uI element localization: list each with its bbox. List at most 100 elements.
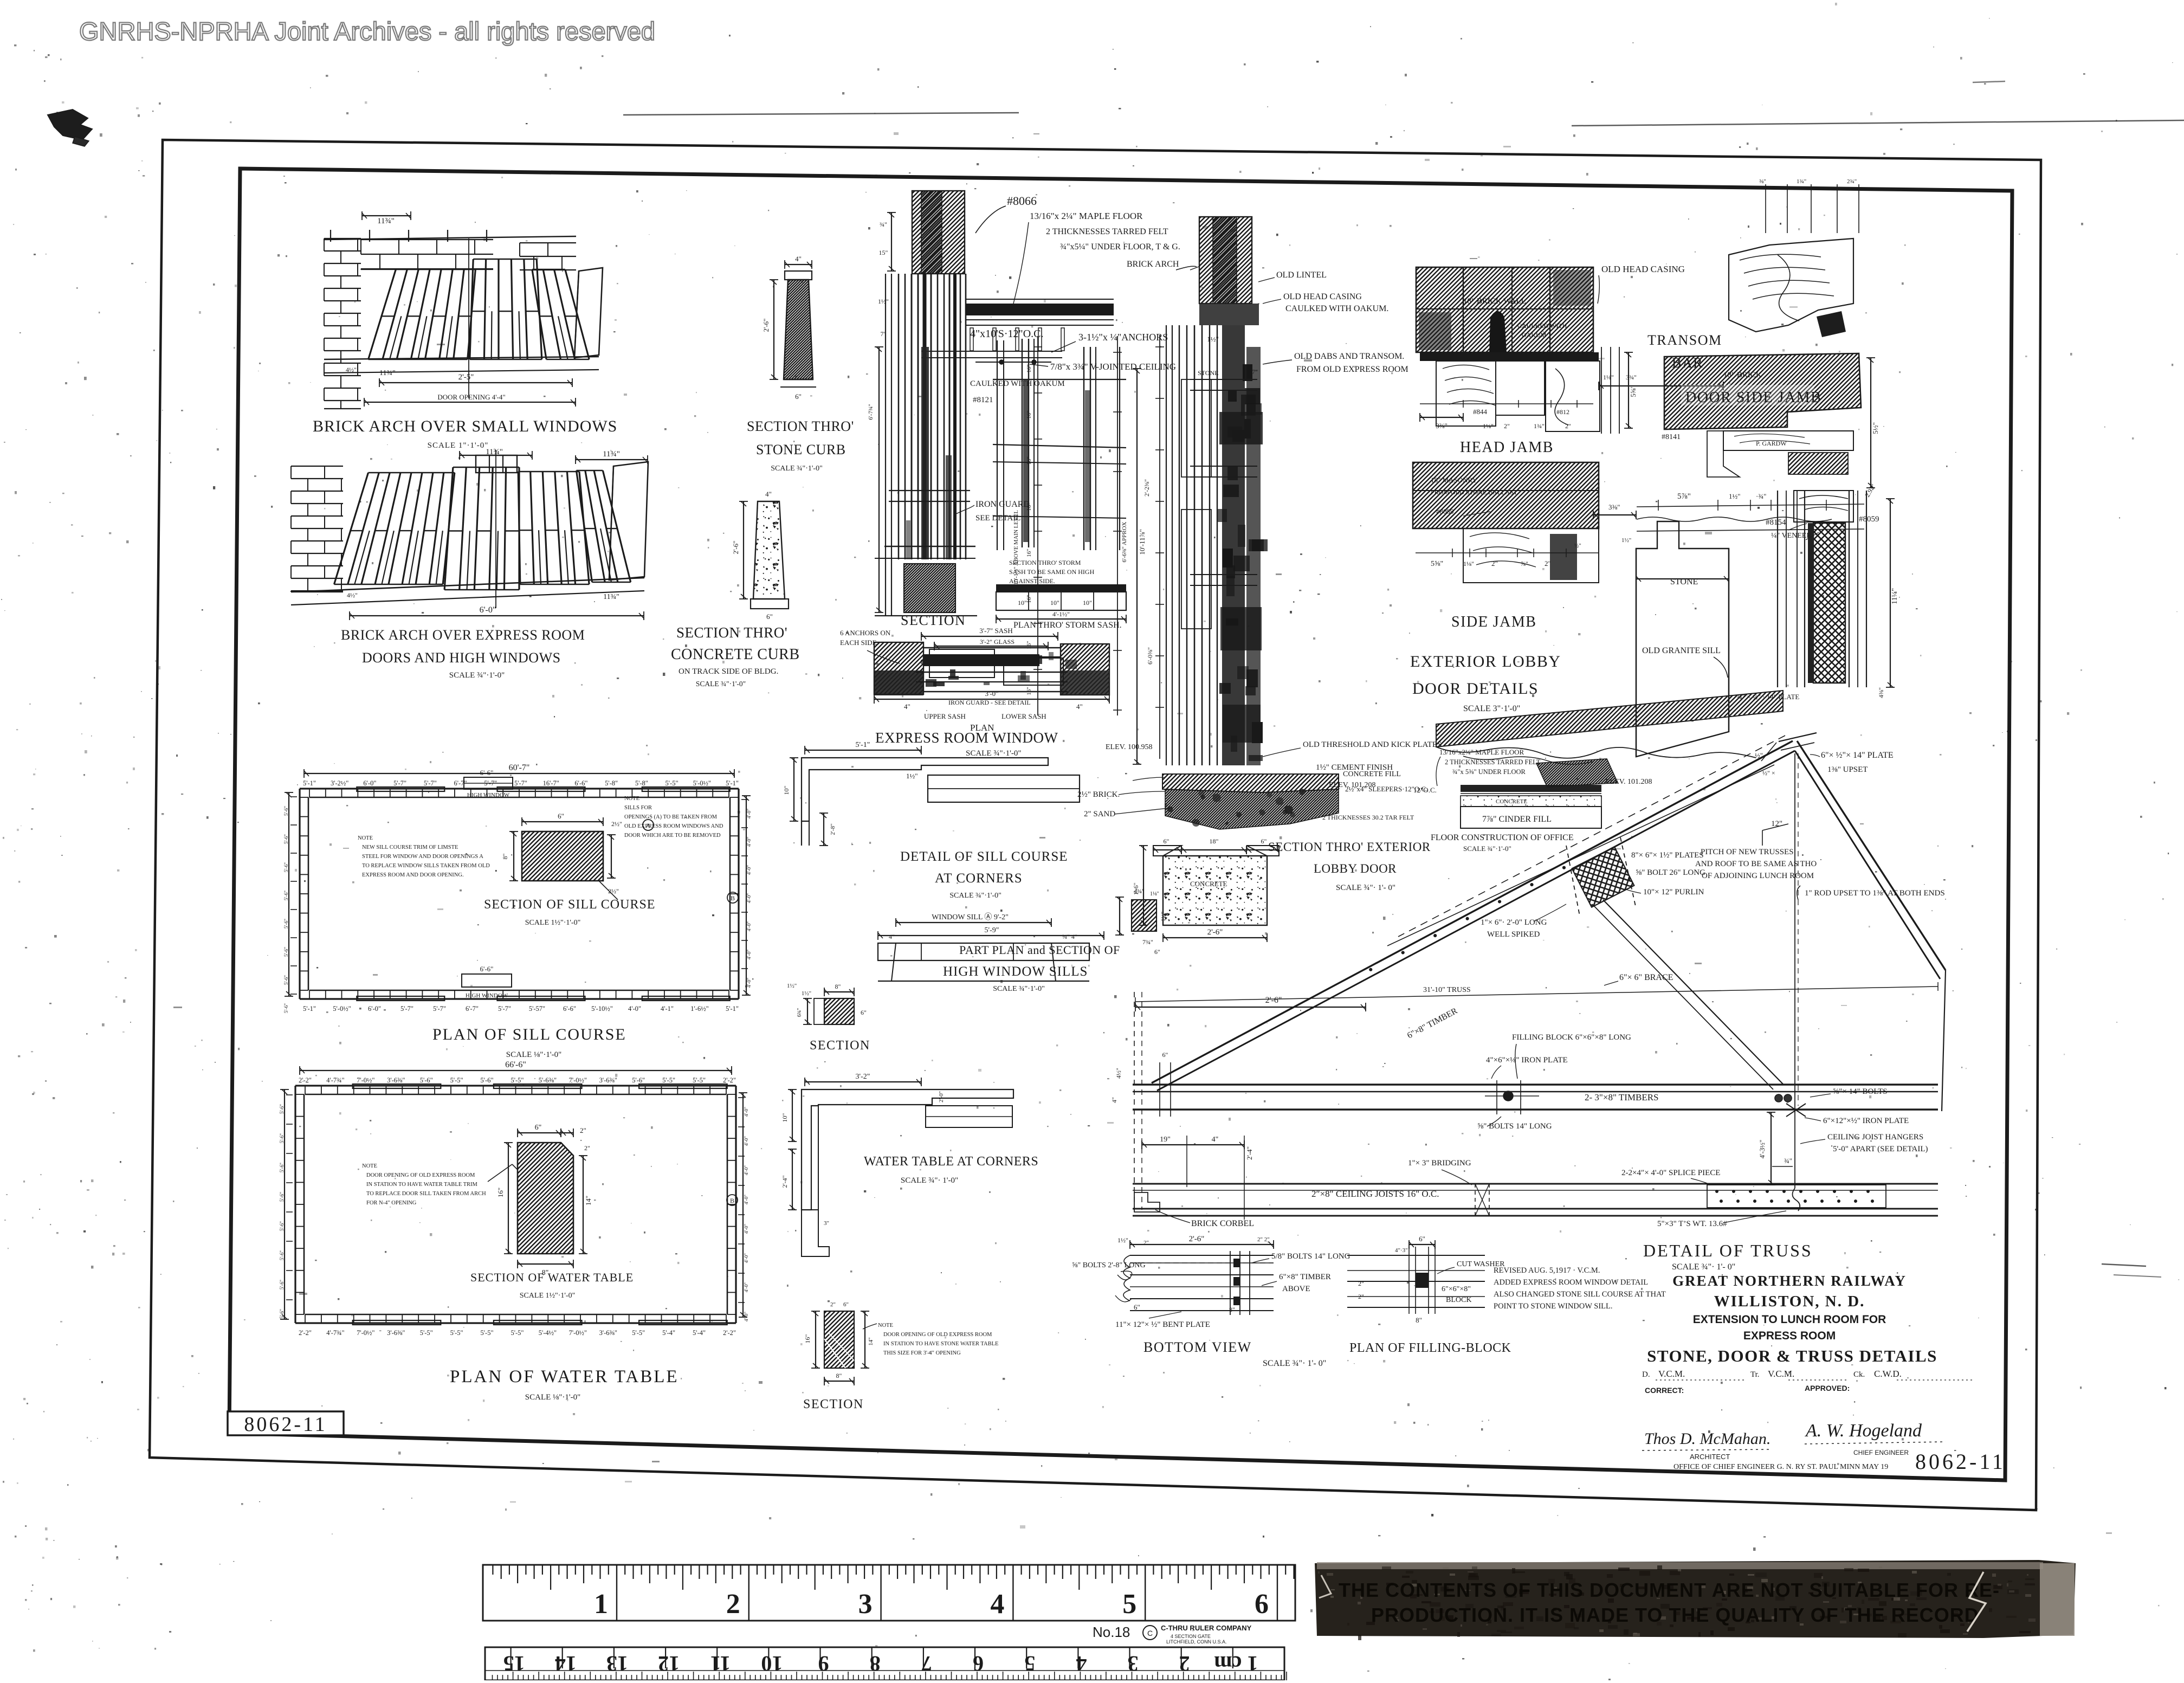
svg-text:6": 6"	[535, 1124, 542, 1132]
svg-text:SECTION THRO': SECTION THRO'	[676, 624, 787, 641]
svg-text:8062-11: 8062-11	[244, 1413, 327, 1436]
svg-text:PART PLAN and SECTION OF: PART PLAN and SECTION OF	[959, 943, 1120, 957]
svg-text:CHIEF ENGINEER: CHIEF ENGINEER	[1853, 1449, 1909, 1456]
svg-text:SCALE ¾"·1'-0": SCALE ¾"·1'-0"	[949, 892, 1001, 900]
svg-text:3'-2" GLASS: 3'-2" GLASS	[980, 638, 1015, 646]
svg-text:1⅛": 1⅛"	[1150, 891, 1159, 897]
svg-text:EXTERIOR LOBBY: EXTERIOR LOBBY	[1410, 653, 1561, 670]
svg-text:6": 6"	[1419, 1235, 1425, 1243]
svg-text:3'-0": 3'-0"	[985, 689, 999, 698]
svg-text:C: C	[1147, 1629, 1153, 1637]
svg-text:3'-6⅜": 3'-6⅜"	[599, 1076, 617, 1084]
svg-text:V.C.M.: V.C.M.	[1658, 1369, 1685, 1379]
svg-text:2'-2": 2'-2"	[299, 1076, 312, 1084]
svg-text:2″×8" CEILING JOISTS 16" O.C.: 2″×8" CEILING JOISTS 16" O.C.	[1311, 1189, 1439, 1199]
svg-text:SCALE ¾"·1'-0": SCALE ¾"·1'-0"	[449, 671, 505, 680]
svg-text:DOOR OPENING OF OLD EXPRESS RO: DOOR OPENING OF OLD EXPRESS ROOM	[883, 1332, 992, 1338]
svg-text:SECTION THRO' EXTERIOR: SECTION THRO' EXTERIOR	[1268, 840, 1431, 854]
svg-text:6": 6"	[1162, 1051, 1168, 1059]
svg-text:2¾": 2¾"	[1847, 178, 1857, 185]
svg-text:A: A	[646, 822, 651, 829]
svg-text:16'-7": 16'-7"	[543, 779, 559, 787]
svg-text:3: 3	[1128, 1652, 1139, 1676]
svg-text:1¾": 1¾"	[1797, 178, 1806, 185]
svg-text:10'-11⅞": 10'-11⅞"	[1138, 529, 1146, 554]
svg-text:5'-5": 5'-5"	[420, 1329, 433, 1337]
svg-text:ELEV. 100.958: ELEV. 100.958	[1106, 743, 1152, 751]
svg-text:5'-7": 5'-7"	[433, 1005, 446, 1013]
svg-text:5/8" BOLTS 14" LONG: 5/8" BOLTS 14" LONG	[1271, 1252, 1351, 1261]
svg-text:LOBBY DOOR: LOBBY DOOR	[1314, 862, 1397, 875]
svg-text:16": 16"	[1026, 595, 1032, 603]
svg-text:No.18: No.18	[1093, 1624, 1130, 1640]
svg-text:4'-0": 4'-0"	[744, 1224, 749, 1234]
svg-text:4'-0": 4'-0"	[747, 893, 752, 903]
svg-text:10"× 12" PURLIN: 10"× 12" PURLIN	[1643, 888, 1704, 897]
svg-text:2'-2": 2'-2"	[723, 1076, 736, 1084]
svg-text:5'-5": 5'-5"	[511, 1076, 524, 1084]
svg-text:DOOR DETAILS: DOOR DETAILS	[1412, 680, 1539, 698]
svg-text:4'-0": 4'-0"	[747, 837, 752, 847]
svg-text:8": 8"	[1416, 1316, 1422, 1324]
svg-text:5'-6": 5'-6"	[284, 919, 289, 928]
svg-text:2- 3"×8" TIMBERS: 2- 3"×8" TIMBERS	[1585, 1092, 1659, 1102]
svg-text:2'-0": 2'-0"	[938, 1091, 945, 1102]
svg-text:NEW SILL COURSE TRIM OF LIMSTE: NEW SILL COURSE TRIM OF LIMSTE	[362, 844, 458, 850]
svg-text:2'-4": 2'-4"	[1245, 1146, 1253, 1160]
svg-text:5'-10½": 5'-10½"	[591, 1005, 613, 1013]
svg-text:IRON GUARD - SEE DETAIL: IRON GUARD - SEE DETAIL	[948, 699, 1031, 706]
svg-text:60'-7": 60'-7"	[509, 763, 530, 772]
svg-text:SECTION: SECTION	[803, 1397, 864, 1411]
svg-text:3'-6⅜": 3'-6⅜"	[387, 1329, 405, 1337]
svg-text:4'-0": 4'-0"	[747, 978, 752, 988]
svg-text:FLOOR CONSTRUCTION OF OFFICE: FLOOR CONSTRUCTION OF OFFICE	[1431, 833, 1574, 842]
svg-text:6'-0": 6'-0"	[368, 1005, 381, 1013]
svg-text:4": 4"	[765, 490, 772, 498]
svg-text:13: 13	[606, 1652, 628, 1676]
svg-text:SASH TO BE SAME ON HIGH: SASH TO BE SAME ON HIGH	[1009, 568, 1095, 576]
svg-text:Thos D. McMahan.: Thos D. McMahan.	[1644, 1430, 1771, 1448]
svg-text:8": 8"	[835, 983, 841, 990]
svg-text:7'-0½": 7'-0½"	[569, 1329, 587, 1337]
svg-text:12"O.C.: 12"O.C.	[1413, 786, 1437, 794]
svg-text:EXTENSION TO LUNCH ROOM FOR: EXTENSION TO LUNCH ROOM FOR	[1693, 1313, 1886, 1326]
svg-text:#844: #844	[1473, 408, 1488, 416]
svg-text:ELEV. 101.208: ELEV. 101.208	[1605, 778, 1652, 786]
svg-text:⅝" BOLTS 14" LONG: ⅝" BOLTS 14" LONG	[1477, 1122, 1552, 1131]
svg-text:2" SAND: 2" SAND	[1084, 810, 1115, 818]
svg-text:5'-6": 5'-6"	[284, 975, 289, 985]
svg-text:SECTION: SECTION	[810, 1039, 870, 1053]
svg-text:6": 6"	[766, 612, 773, 621]
svg-text:½": ½"	[1755, 751, 1763, 759]
svg-text:SECTION THRO' STORM: SECTION THRO' STORM	[1009, 559, 1081, 566]
svg-text:CAULKED WITH OAKUM.: CAULKED WITH OAKUM.	[1285, 304, 1388, 313]
svg-text:SCALE ¾"·1'-0": SCALE ¾"·1'-0"	[771, 465, 823, 473]
svg-text:HEAD JAMB: HEAD JAMB	[1460, 439, 1554, 456]
svg-text:SCALE ¾"·1'-0": SCALE ¾"·1'-0"	[1463, 844, 1511, 853]
svg-text:SCALE ¾"· 1'- 0": SCALE ¾"· 1'- 0"	[1672, 1262, 1735, 1272]
svg-text:11¼": 11¼"	[1891, 588, 1899, 604]
svg-text:66'-6": 66'-6"	[505, 1060, 526, 1069]
svg-text:FROM OLD STONE BALLAST: FROM OLD STONE BALLAST	[1431, 488, 1518, 496]
svg-text:OF ADJOINING LUNCH ROOM: OF ADJOINING LUNCH ROOM	[1702, 872, 1814, 880]
svg-text:ALSO CHANGED STONE SILL COURSE: ALSO CHANGED STONE SILL COURSE AT THAT	[1494, 1290, 1666, 1299]
svg-text:2'-6": 2'-6"	[762, 319, 770, 332]
svg-text:3": 3"	[824, 1220, 829, 1227]
svg-text:6": 6"	[1164, 837, 1169, 845]
svg-text:6'-0⅜": 6'-0⅜"	[1146, 647, 1154, 665]
svg-text:#8059: #8059	[1859, 515, 1879, 524]
svg-text:DETAIL OF SILL COURSE: DETAIL OF SILL COURSE	[900, 849, 1068, 864]
svg-text:5'-8": 5'-8"	[635, 779, 648, 787]
svg-text:7⅞" CINDER FILL: 7⅞" CINDER FILL	[1482, 815, 1552, 824]
svg-text:SCALE ¾"· 1'-0": SCALE ¾"· 1'-0"	[901, 1176, 958, 1185]
svg-text:OLD HEAD CASING: OLD HEAD CASING	[1601, 264, 1685, 274]
svg-text:SCALE ¾"·1'-0": SCALE ¾"·1'-0"	[993, 985, 1045, 993]
svg-text:4": 4"	[889, 933, 895, 940]
svg-text:STONE: STONE	[1670, 577, 1698, 586]
svg-text:OAKUM: OAKUM	[1522, 331, 1547, 339]
svg-text:GNRHS-NPRHA Joint Archives - a: GNRHS-NPRHA Joint Archives - all rights …	[79, 17, 655, 46]
svg-text:BRICK ARCH: BRICK ARCH	[1127, 260, 1179, 269]
svg-text:4": 4"	[904, 702, 910, 711]
svg-text:EXPRESS ROOM WINDOW: EXPRESS ROOM WINDOW	[875, 730, 1058, 746]
svg-text:6'-6": 6'-6"	[480, 965, 494, 973]
